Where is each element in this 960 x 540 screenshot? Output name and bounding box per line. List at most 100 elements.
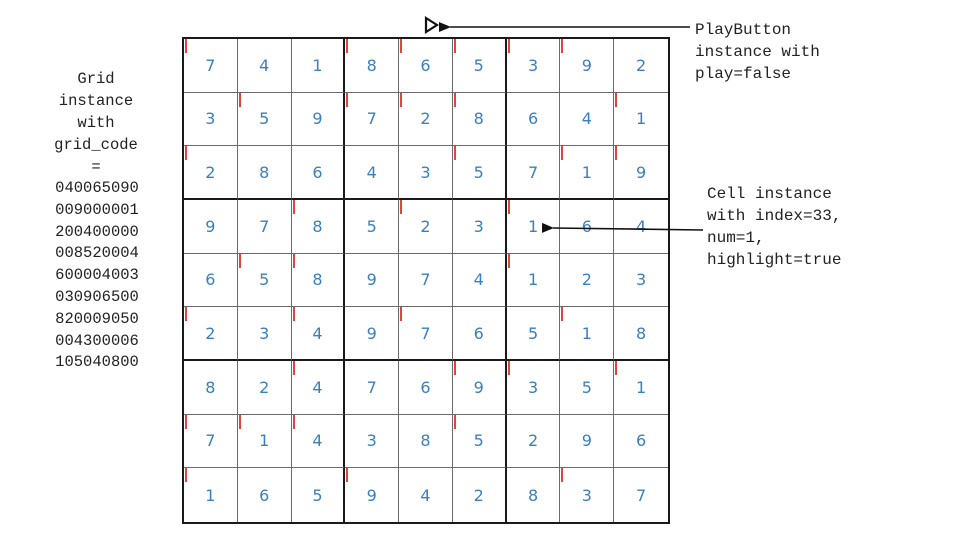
cell-70[interactable]: 9 (560, 414, 615, 469)
cell-37[interactable]: 5 (237, 253, 292, 308)
cell-36[interactable]: 6 (184, 253, 238, 308)
play-button[interactable] (420, 14, 442, 36)
cell-45[interactable]: 2 (184, 307, 238, 361)
cell-44[interactable]: 3 (614, 254, 668, 308)
cell-number: 3 (636, 270, 647, 290)
cell-80[interactable]: 7 (614, 468, 668, 522)
cell-28[interactable]: 7 (237, 200, 292, 254)
cell-41[interactable]: 4 (452, 253, 507, 308)
cell-60[interactable]: 3 (506, 361, 561, 415)
cell-31[interactable]: 2 (399, 200, 453, 254)
cell-number: 3 (581, 485, 592, 505)
cell-14[interactable]: 8 (452, 92, 507, 147)
cell-30[interactable]: 5 (345, 200, 400, 254)
cell-5[interactable]: 5 (452, 39, 507, 93)
cell-marker (346, 39, 349, 53)
cell-34[interactable]: 6 (560, 200, 615, 254)
cell-marker (292, 200, 295, 214)
cell-71[interactable]: 6 (614, 415, 668, 469)
cell-18[interactable]: 2 (184, 146, 238, 200)
cell-35[interactable]: 4 (614, 200, 668, 254)
cell-69[interactable]: 2 (506, 414, 561, 469)
cell-65[interactable]: 4 (291, 414, 346, 469)
cell-23[interactable]: 5 (452, 146, 507, 200)
cell-1[interactable]: 4 (237, 39, 292, 93)
cell-13[interactable]: 2 (399, 92, 453, 147)
cell-72[interactable]: 1 (184, 468, 238, 522)
cell-40[interactable]: 7 (399, 253, 453, 308)
cell-61[interactable]: 5 (560, 361, 615, 415)
cell-39[interactable]: 9 (345, 253, 400, 308)
cell-50[interactable]: 6 (452, 307, 507, 361)
cell-58[interactable]: 6 (399, 361, 453, 415)
cell-19[interactable]: 8 (237, 146, 292, 200)
cell-68[interactable]: 5 (452, 414, 507, 469)
cell-78[interactable]: 8 (507, 468, 561, 522)
cell-73[interactable]: 6 (238, 468, 292, 522)
cell-77[interactable]: 2 (453, 468, 507, 522)
cell-number: 5 (259, 270, 270, 290)
cell-33[interactable]: 1 (506, 200, 561, 254)
cell-25[interactable]: 1 (560, 146, 615, 200)
cell-15[interactable]: 6 (506, 92, 561, 147)
cell-6[interactable]: 3 (506, 39, 561, 93)
cell-7[interactable]: 9 (560, 39, 615, 93)
cell-marker (561, 307, 564, 322)
cell-2[interactable]: 1 (291, 39, 346, 93)
cell-27[interactable]: 9 (184, 200, 238, 254)
cell-55[interactable]: 2 (237, 361, 292, 415)
cell-16[interactable]: 4 (560, 92, 615, 147)
cell-56[interactable]: 4 (291, 361, 346, 415)
cell-42[interactable]: 1 (506, 253, 561, 308)
cell-52[interactable]: 1 (560, 307, 615, 361)
cell-10[interactable]: 5 (237, 92, 292, 147)
cell-53[interactable]: 8 (614, 307, 668, 361)
cell-11[interactable]: 9 (291, 92, 346, 147)
cell-46[interactable]: 3 (237, 307, 292, 361)
cell-32[interactable]: 3 (452, 200, 507, 254)
cell-67[interactable]: 8 (399, 414, 453, 469)
cell-number: 6 (636, 431, 647, 451)
cell-number: 6 (259, 485, 270, 505)
cell-49[interactable]: 7 (399, 307, 453, 361)
cell-4[interactable]: 6 (399, 39, 453, 93)
cell-59[interactable]: 9 (452, 361, 507, 415)
cell-75[interactable]: 9 (345, 468, 400, 522)
cell-number: 7 (205, 55, 216, 75)
cell-79[interactable]: 3 (560, 468, 615, 522)
cell-48[interactable]: 9 (345, 307, 400, 361)
cell-38[interactable]: 8 (291, 253, 346, 308)
cell-43[interactable]: 2 (560, 253, 615, 308)
cell-marker (185, 39, 187, 53)
cell-24[interactable]: 7 (506, 146, 561, 200)
cell-marker (453, 92, 456, 107)
cell-number: 8 (259, 162, 270, 182)
cell-57[interactable]: 7 (345, 361, 400, 415)
cell-47[interactable]: 4 (291, 307, 346, 361)
cell-74[interactable]: 5 (292, 468, 346, 522)
cell-marker (400, 200, 403, 214)
cell-54[interactable]: 8 (184, 361, 238, 415)
cell-21[interactable]: 4 (345, 146, 400, 200)
cell-22[interactable]: 3 (399, 146, 453, 200)
cell-8[interactable]: 2 (614, 39, 668, 93)
cell-26[interactable]: 9 (614, 146, 668, 200)
cell-marker (615, 146, 618, 161)
cell-12[interactable]: 7 (345, 92, 400, 147)
cell-51[interactable]: 5 (506, 307, 561, 361)
cell-76[interactable]: 4 (399, 468, 453, 522)
cell-3[interactable]: 8 (345, 39, 400, 93)
cell-0[interactable]: 7 (184, 39, 238, 93)
cell-62[interactable]: 1 (614, 361, 668, 415)
cell-29[interactable]: 8 (291, 200, 346, 254)
cell-9[interactable]: 3 (184, 92, 238, 147)
cell-20[interactable]: 6 (291, 146, 346, 200)
cell-63[interactable]: 7 (184, 414, 238, 469)
grid-annotation-line: = (91, 158, 101, 176)
cell-number: 7 (366, 109, 377, 129)
cell-66[interactable]: 3 (345, 414, 400, 469)
cell-17[interactable]: 1 (614, 92, 668, 147)
cell-number: 9 (581, 431, 592, 451)
cell-64[interactable]: 1 (237, 414, 292, 469)
cell-marker (561, 468, 564, 483)
